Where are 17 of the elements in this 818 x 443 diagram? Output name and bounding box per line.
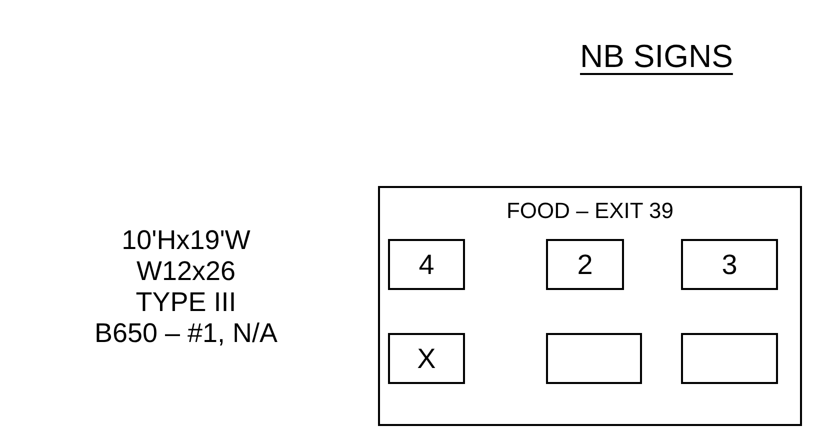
route-number: 4 xyxy=(418,251,434,279)
spec-note: TYPE III xyxy=(134,289,238,316)
route-number: 2 xyxy=(577,251,593,279)
spec-note: W12x26 xyxy=(135,258,237,285)
shield-box xyxy=(681,333,778,384)
shield-box xyxy=(681,239,778,290)
shield-box xyxy=(388,333,465,384)
spec-note: 10'Hx19'W xyxy=(120,227,252,254)
spec-note: B650 – #1, N/A xyxy=(93,320,279,347)
route-number: X xyxy=(417,345,436,373)
title: NB SIGNS xyxy=(580,40,733,72)
shield-box xyxy=(388,239,465,290)
sign-panel xyxy=(378,186,802,426)
route-number: 3 xyxy=(722,251,738,279)
shield-box xyxy=(546,239,624,290)
shield-box xyxy=(546,333,642,384)
sign-heading: FOOD – EXIT 39 xyxy=(505,200,675,222)
